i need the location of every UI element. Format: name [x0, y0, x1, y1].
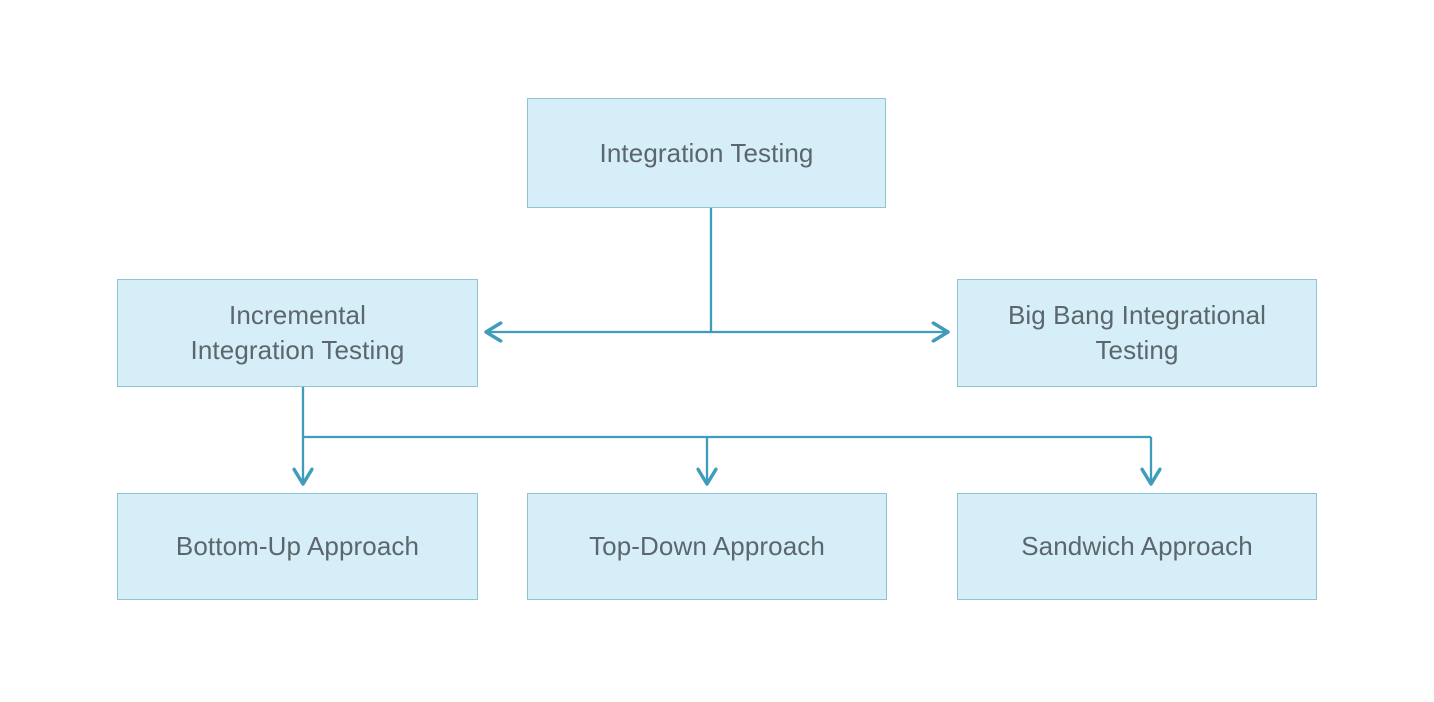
- node-label-sandwich-approach: Sandwich Approach: [1021, 531, 1253, 562]
- node-label-bottom-up-approach: Bottom-Up Approach: [175, 531, 420, 562]
- node-integration-testing[interactable]: Integration Testing: [527, 98, 886, 208]
- node-bottom-up-approach[interactable]: Bottom-Up Approach: [117, 493, 478, 600]
- node-label-big-bang-integrational-testing: Big Bang Integrational Testing: [1007, 300, 1267, 365]
- node-label-integration-testing: Integration Testing: [599, 137, 814, 168]
- node-big-bang-integrational-testing[interactable]: Big Bang Integrational Testing: [957, 279, 1317, 387]
- node-top-down-approach[interactable]: Top-Down Approach: [527, 493, 887, 600]
- node-label-top-down-approach: Top-Down Approach: [589, 531, 825, 562]
- node-label-incremental-integration-testing: Incremental Integration Testing: [190, 300, 405, 365]
- node-sandwich-approach[interactable]: Sandwich Approach: [957, 493, 1317, 600]
- node-incremental-integration-testing[interactable]: Incremental Integration Testing: [117, 279, 478, 387]
